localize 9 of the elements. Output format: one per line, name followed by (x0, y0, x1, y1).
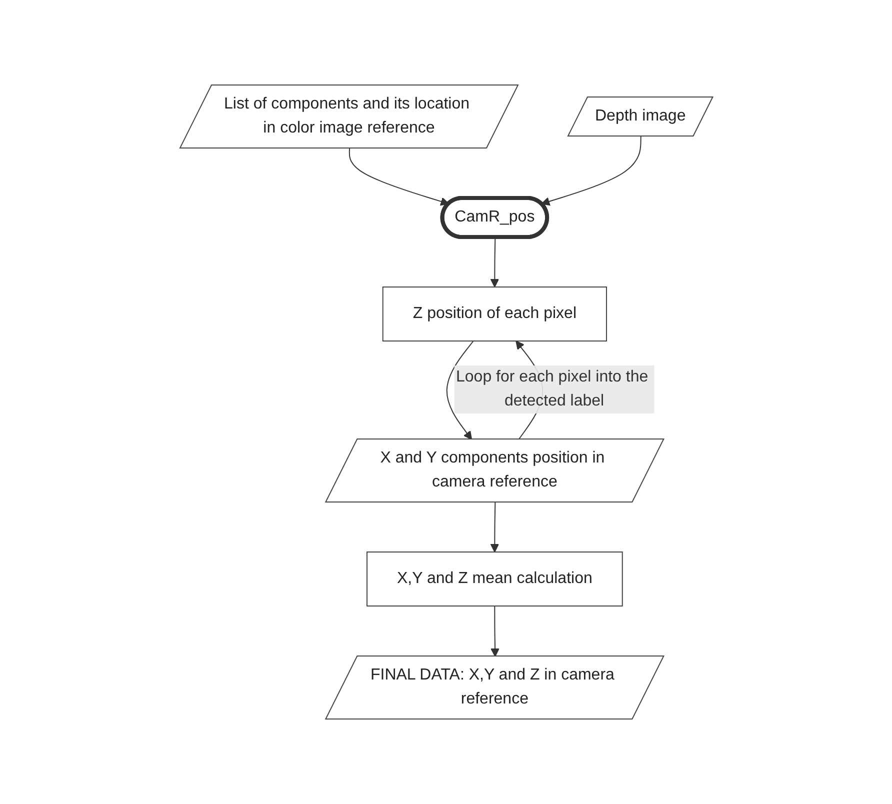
arrow (490, 237, 499, 288)
arrow (446, 340, 474, 440)
node-box: X,Y and Z mean calculation (366, 552, 622, 606)
arrow (348, 148, 449, 206)
node-box: Z position of each pixel (382, 286, 607, 342)
edge-label: Loop for each pixel into the detected label (456, 368, 648, 410)
arrow (540, 136, 641, 206)
arrow (490, 502, 499, 552)
arrow (490, 606, 500, 657)
